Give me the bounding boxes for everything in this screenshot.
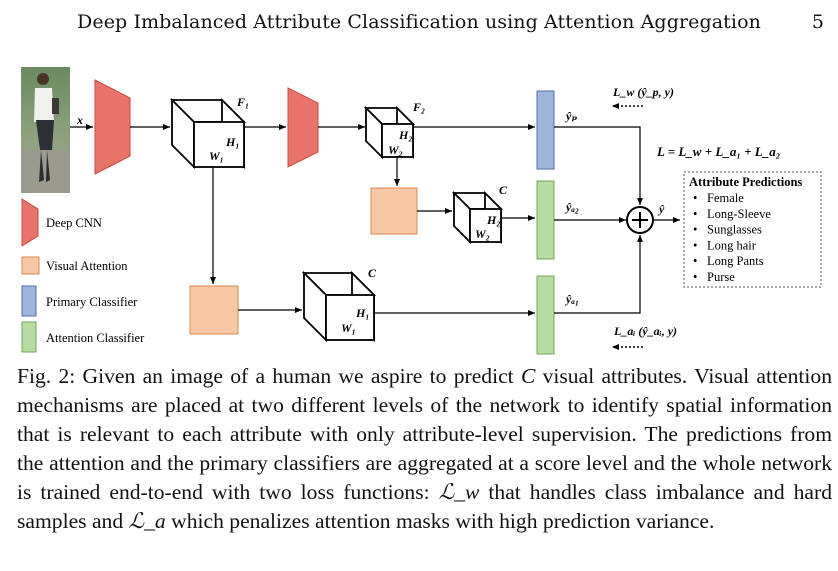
w2b-label: W₂ bbox=[475, 227, 490, 241]
caption-prefix: Fig. 2: Given an image of a human we asp… bbox=[17, 364, 521, 388]
caption-part4: which penalizes attention masks with hig… bbox=[165, 509, 715, 533]
attention-classifier-2 bbox=[536, 180, 555, 260]
attribute-predictions-title: Attribute Predictions bbox=[689, 175, 802, 189]
h2-label: H₂ bbox=[398, 128, 413, 142]
attribute-item: Long hair bbox=[707, 238, 757, 252]
caption-part2: visual attributes. Visual attention mech… bbox=[17, 364, 832, 504]
caption-loss-a: ℒ_a bbox=[128, 509, 166, 533]
legend-swatch-visual-attention bbox=[21, 256, 40, 275]
figure-caption: Fig. 2: Given an image of a human we asp… bbox=[17, 362, 832, 536]
loss-la-label: L_aᵢ (ŷ_aᵢ, y) bbox=[613, 324, 677, 338]
legend-label-deep-cnn: Deep CNN bbox=[46, 216, 102, 230]
h1-label: H₁ bbox=[225, 135, 240, 149]
h1b-label: H₁ bbox=[355, 306, 370, 320]
visual-attention-2 bbox=[370, 187, 418, 235]
deep-cnn-block-1 bbox=[94, 79, 131, 175]
legend-label-attention-classifier: Attention Classifier bbox=[46, 331, 145, 345]
feature-cube-4 bbox=[301, 270, 377, 343]
aggregation-sum-node bbox=[626, 206, 654, 234]
architecture-figure: x F₁ H₁ W₁ F₂ H₂ W₂ ŷₚ C H₂ W₂ bbox=[21, 67, 822, 355]
visual-attention-1 bbox=[189, 285, 239, 335]
legend-swatch-attention-classifier bbox=[21, 321, 37, 353]
total-loss-label: L = L_w + L_a₁ + L_a₂ bbox=[656, 144, 780, 159]
w1-label: W₁ bbox=[209, 149, 224, 163]
attribute-bullet: • bbox=[693, 223, 697, 237]
input-x-label: x bbox=[76, 113, 83, 127]
c-upper-label: C bbox=[499, 183, 508, 197]
w2-label: W₂ bbox=[388, 143, 403, 157]
caption-part3: that handles class imbalance and hard sa… bbox=[17, 480, 832, 533]
f2-label: F₂ bbox=[412, 100, 425, 114]
legend-label-visual-attention: Visual Attention bbox=[46, 259, 128, 273]
caption-loss-w: ℒ_w bbox=[438, 480, 480, 504]
c-lower-label: C bbox=[368, 266, 377, 280]
caption-var-c: C bbox=[520, 364, 536, 388]
attribute-bullet: • bbox=[693, 207, 697, 221]
legend-swatch-deep-cnn bbox=[21, 198, 39, 247]
attribute-bullet: • bbox=[693, 238, 697, 252]
attribute-item: Long Pants bbox=[707, 254, 764, 268]
input-person-image bbox=[21, 67, 70, 193]
attribute-bullet: • bbox=[693, 191, 697, 205]
attention-classifier-1 bbox=[536, 275, 555, 355]
attribute-bullet: • bbox=[693, 254, 697, 268]
loss-lw-label: L_w (ŷ_p, y) bbox=[612, 85, 674, 99]
attribute-item: Female bbox=[707, 191, 744, 205]
f1-label: F₁ bbox=[236, 95, 249, 109]
legend-swatch-primary-classifier bbox=[21, 285, 37, 317]
legend-label-primary-classifier: Primary Classifier bbox=[46, 295, 138, 309]
legend: Deep CNN Visual Attention Primary Classi… bbox=[21, 198, 145, 353]
y-a1-label: ŷₐ₁ bbox=[564, 292, 579, 306]
attribute-item: Long-Sleeve bbox=[707, 207, 771, 221]
y-a2-label: ŷₐ₂ bbox=[564, 200, 579, 214]
h2b-label: H₂ bbox=[486, 213, 501, 227]
primary-classifier bbox=[536, 90, 555, 170]
attribute-item: Purse bbox=[707, 270, 735, 284]
deep-cnn-block-2 bbox=[287, 87, 319, 168]
attribute-item: Sunglasses bbox=[707, 223, 762, 237]
feature-cube-1 bbox=[169, 97, 247, 170]
page-number: 5 bbox=[811, 11, 824, 33]
feature-cube-3 bbox=[451, 190, 504, 245]
attribute-predictions-box: Attribute Predictions • Female • Long-Sleev… bbox=[683, 171, 822, 288]
w1b-label: W₁ bbox=[341, 321, 356, 335]
y-hat-label: ŷ bbox=[657, 202, 665, 216]
y-p-label: ŷₚ bbox=[564, 109, 577, 123]
attribute-bullet: • bbox=[693, 270, 697, 284]
feature-cube-2 bbox=[363, 105, 416, 160]
page-header-title: Deep Imbalanced Attribute Classification… bbox=[77, 11, 761, 33]
